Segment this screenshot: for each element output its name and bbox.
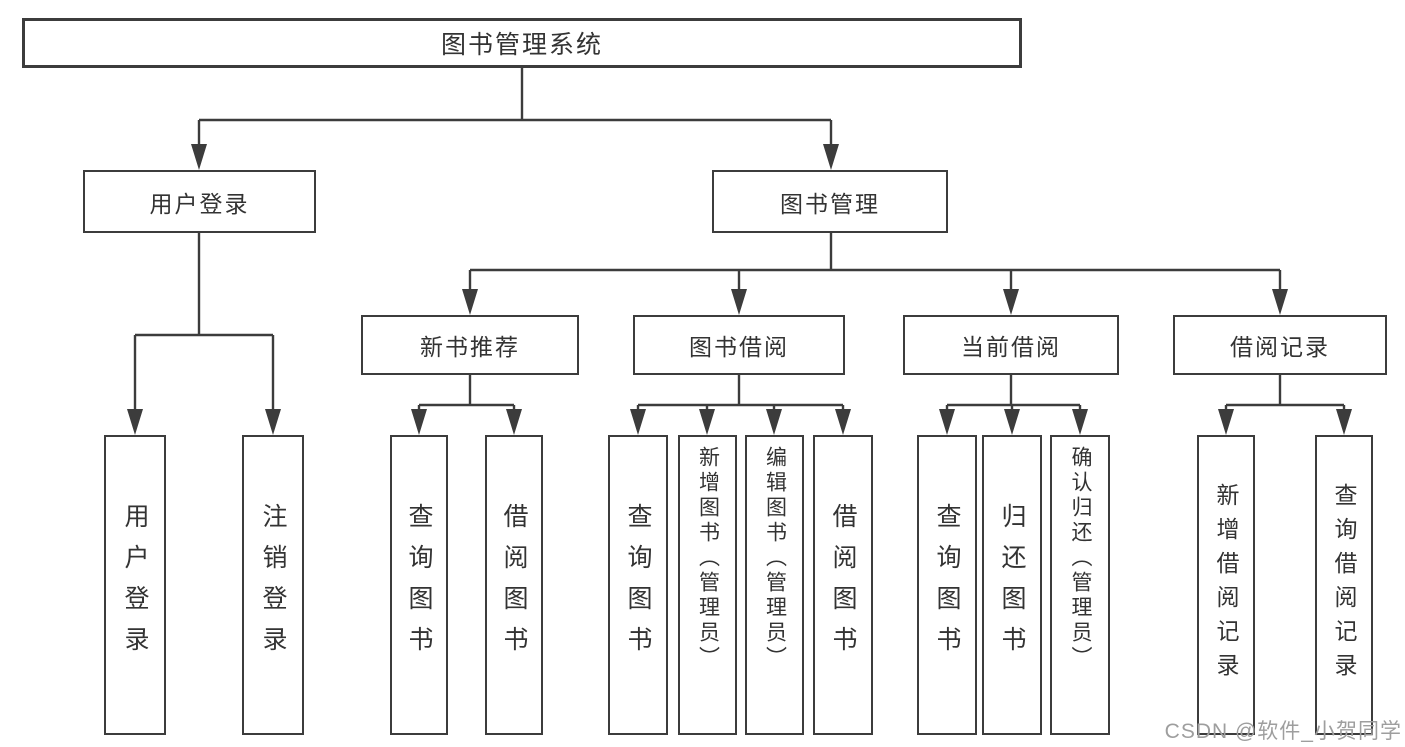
csdn-watermark: CSDN @软件_小贺同学 xyxy=(1164,720,1402,743)
leaf-cb-return-books-label: 归还图书 xyxy=(998,503,1026,667)
leaf-bb-add-books-admin: 新增图书︵管理员︶ xyxy=(678,435,737,735)
leaf-nbr-query-books: 查询图书 xyxy=(390,435,448,735)
leaf-bb-edit-books-admin: 编辑图书︵管理员︶ xyxy=(745,435,804,735)
node-book-borrowing: 图书借阅 xyxy=(633,315,845,375)
leaf-bb-add-books-admin-label: 新增图书︵管理员︶ xyxy=(696,446,720,671)
leaf-cb-query-books: 查询图书 xyxy=(917,435,977,735)
leaf-br-add-borrow-record-label: 新增借阅记录 xyxy=(1213,483,1239,687)
leaf-cb-return-books: 归还图书 xyxy=(982,435,1042,735)
leaf-br-add-borrow-record: 新增借阅记录 xyxy=(1197,435,1255,735)
leaf-nbr-borrow-books-label: 借阅图书 xyxy=(500,503,528,667)
leaf-br-query-borrow-record-label: 查询借阅记录 xyxy=(1331,483,1357,687)
node-current-borrowing: 当前借阅 xyxy=(903,315,1119,375)
node-new-book-recommend: 新书推荐 xyxy=(361,315,579,375)
leaf-br-query-borrow-record: 查询借阅记录 xyxy=(1315,435,1373,735)
leaf-bb-edit-books-admin-label: 编辑图书︵管理员︶ xyxy=(763,446,787,671)
leaf-bb-query-books-label: 查询图书 xyxy=(624,503,652,667)
leaf-nbr-borrow-books: 借阅图书 xyxy=(485,435,543,735)
node-library-management-system: 图书管理系统 xyxy=(22,18,1022,68)
leaf-logout-login-label: 注销登录 xyxy=(259,503,287,667)
node-book-management: 图书管理 xyxy=(712,170,948,233)
leaf-nbr-query-books-label: 查询图书 xyxy=(405,503,433,667)
node-borrowing-records: 借阅记录 xyxy=(1173,315,1387,375)
leaf-cb-query-books-label: 查询图书 xyxy=(933,503,961,667)
leaf-logout-login: 注销登录 xyxy=(242,435,304,735)
leaf-bb-borrow-books-label: 借阅图书 xyxy=(829,503,857,667)
leaf-user-login-label: 用户登录 xyxy=(121,503,149,667)
leaf-cb-confirm-return-admin-label: 确认归还︵管理员︶ xyxy=(1069,446,1092,671)
node-user-login: 用户登录 xyxy=(83,170,316,233)
leaf-cb-confirm-return-admin: 确认归还︵管理员︶ xyxy=(1050,435,1110,735)
leaf-bb-query-books: 查询图书 xyxy=(608,435,668,735)
leaf-bb-borrow-books: 借阅图书 xyxy=(813,435,873,735)
leaf-user-login: 用户登录 xyxy=(104,435,166,735)
